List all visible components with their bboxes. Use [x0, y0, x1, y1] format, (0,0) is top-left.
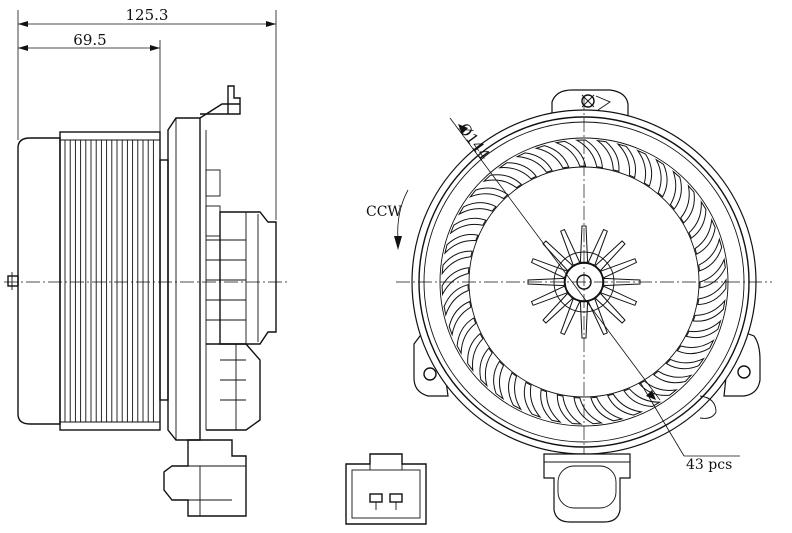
fan-hub	[527, 225, 641, 339]
fan-blade	[534, 145, 570, 169]
fan-blade	[694, 218, 716, 255]
housing-flange	[159, 85, 241, 441]
fan-blade	[616, 143, 637, 179]
fan-blade	[441, 267, 470, 297]
fan-blade	[441, 250, 473, 276]
fan-blade	[448, 300, 472, 337]
fan-blade	[623, 388, 662, 408]
fan-blade	[443, 284, 469, 317]
fan-blade-ring	[441, 139, 727, 425]
fan-blade	[698, 237, 723, 272]
fan-blade	[540, 389, 562, 423]
fan-blade	[456, 317, 477, 356]
rotation-label: CCW	[366, 204, 402, 220]
fan-blade	[652, 370, 693, 384]
fan-blade	[697, 278, 727, 306]
fan-blade	[515, 152, 553, 173]
fan-blade	[467, 332, 484, 373]
fan-blade	[482, 174, 523, 189]
fan-blade	[692, 298, 726, 322]
connector-side	[163, 439, 247, 517]
fan-wheel-side	[17, 131, 161, 431]
side-view: 125.3 69.5	[4, 6, 290, 517]
dimension-overall-length: 125.3	[17, 6, 277, 220]
hub-spoke	[579, 225, 589, 263]
fan-blade	[680, 184, 695, 224]
fan-blade	[523, 381, 542, 419]
fan-blade	[669, 170, 682, 210]
fan-blade	[665, 357, 705, 370]
fan-blade	[606, 393, 644, 416]
fan-blade	[479, 347, 493, 388]
connector-detail	[345, 453, 427, 525]
dimension-partial-length: 69.5	[18, 31, 161, 140]
fan-blade	[457, 202, 497, 216]
fan-blade	[468, 187, 509, 200]
connector-front	[543, 453, 631, 523]
fan-blade	[590, 396, 624, 422]
dimension-label-overall: 125.3	[126, 6, 169, 24]
front-view: Ø144 CCW 43 pcs	[366, 89, 772, 523]
dimension-label-partial: 69.5	[73, 31, 106, 49]
blade-count-callout: 43 pcs	[639, 381, 740, 473]
fan-blade	[688, 200, 707, 239]
fan-blade	[493, 360, 505, 401]
fan-blade	[574, 139, 603, 169]
fan-blade	[685, 319, 722, 339]
rotation-indicator: CCW	[366, 189, 409, 250]
motor-body-side	[206, 211, 277, 431]
fan-blade	[676, 339, 715, 355]
fan-blade	[508, 372, 523, 411]
fan-blade	[699, 257, 726, 289]
fan-blade	[554, 140, 587, 167]
fan-blade	[444, 234, 479, 255]
fan-blade	[655, 158, 668, 198]
blade-count-label: 43 pcs	[686, 457, 732, 473]
fan-blade	[449, 217, 487, 235]
fan-blade	[595, 139, 620, 173]
fan-blade	[636, 149, 653, 187]
fan-blade	[556, 394, 583, 425]
fan-blade	[498, 162, 537, 180]
